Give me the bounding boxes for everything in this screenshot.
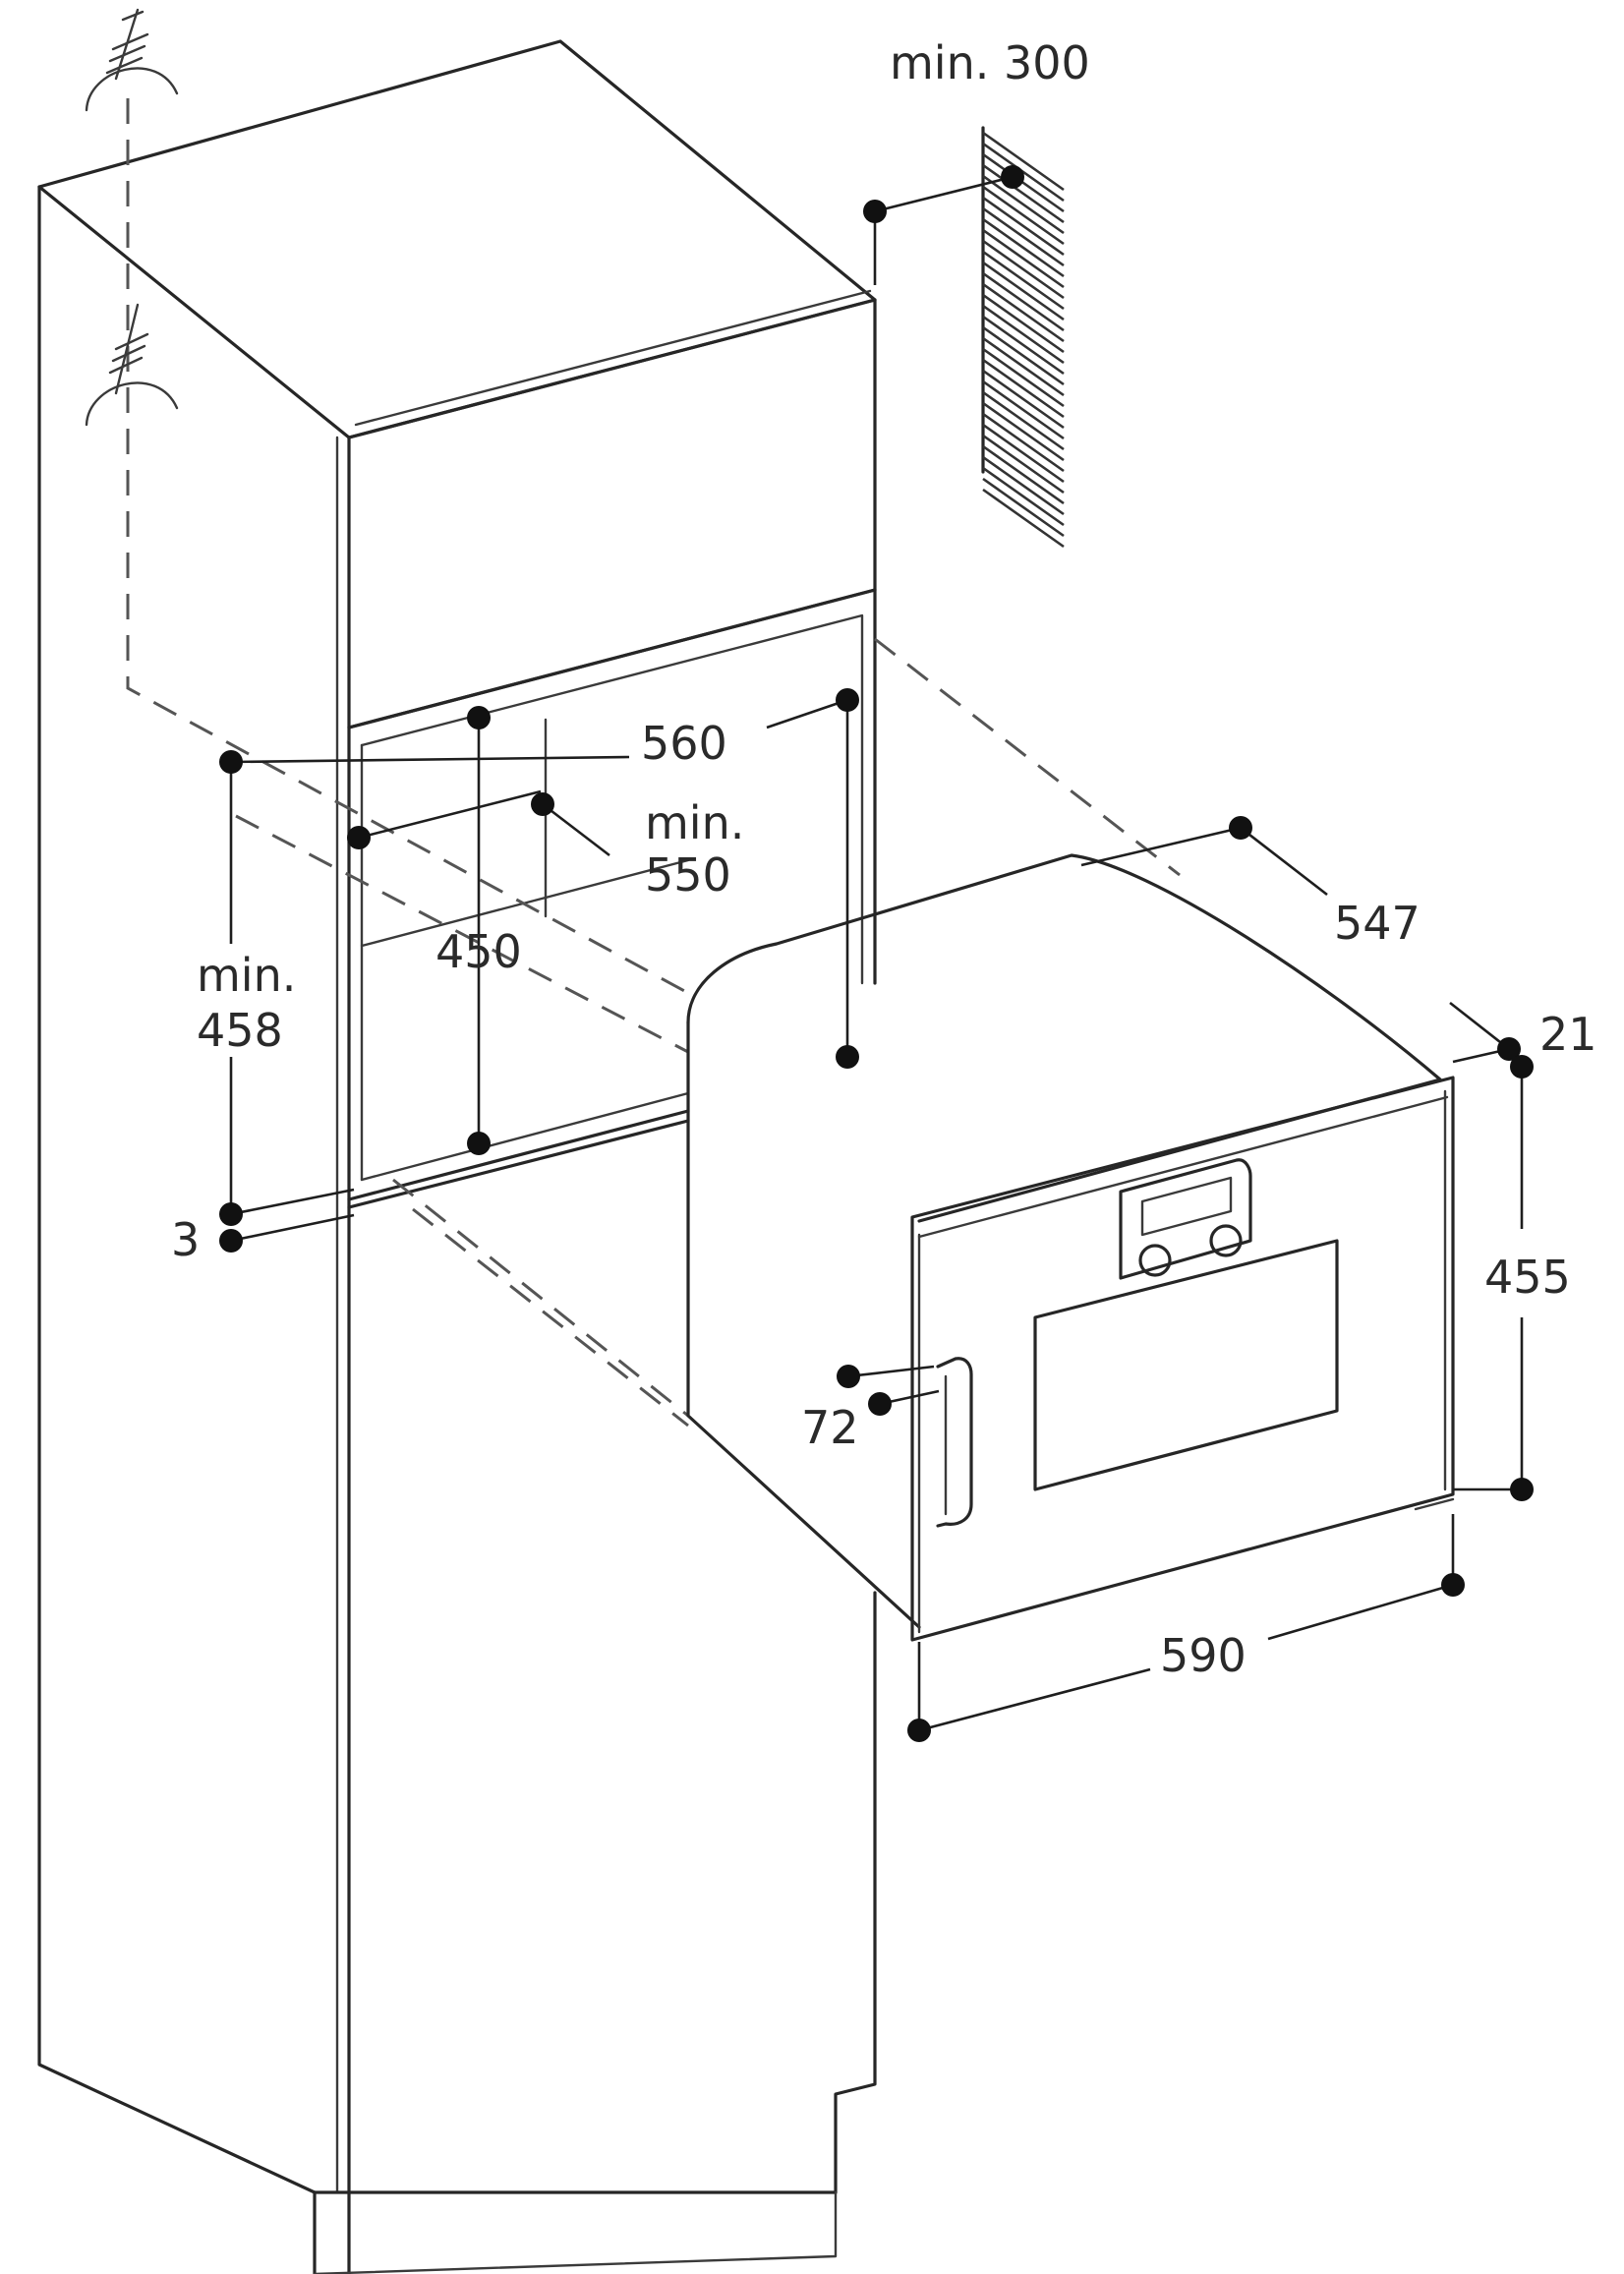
label-560: 560 <box>641 717 727 770</box>
hatch-line <box>982 358 1065 419</box>
dimension-lines <box>229 175 1524 1732</box>
hatch-line <box>982 293 1065 354</box>
hatch-line <box>982 206 1065 267</box>
hatch-line <box>982 271 1065 332</box>
hatch-line <box>982 423 1065 484</box>
hatch-line <box>982 379 1065 440</box>
hatch-line <box>982 412 1065 473</box>
tall-cabinet <box>37 39 877 2274</box>
hatch-line <box>982 325 1065 386</box>
dashed-projection-lines <box>126 98 1181 1428</box>
hatch-line <box>982 434 1065 495</box>
label-min-550-line1: min. <box>645 796 744 849</box>
hatch-line <box>982 185 1065 246</box>
label-450: 450 <box>435 925 522 978</box>
hatch-line <box>982 282 1065 343</box>
hatch-line <box>982 477 1065 538</box>
dimension-labels: min. 300 560 min. 550 450 min. 458 3 547… <box>171 36 1597 1682</box>
hatch-line <box>982 444 1065 505</box>
wall-hatch <box>981 126 1065 549</box>
hatch-line <box>982 250 1065 311</box>
hatch-line <box>982 304 1065 365</box>
ventilation-symbol-top <box>85 8 179 112</box>
hatch-line <box>982 131 1065 192</box>
oven-appliance <box>686 853 1455 1642</box>
dimension-dots <box>219 165 1534 1742</box>
hatch-line <box>982 196 1065 257</box>
label-72: 72 <box>801 1401 859 1454</box>
hatch-line <box>982 369 1065 430</box>
hatch-line <box>982 163 1065 224</box>
hatch-line <box>982 239 1065 300</box>
label-547: 547 <box>1334 897 1421 950</box>
label-min-458-line1: min. <box>197 949 296 1002</box>
hatch-line <box>982 390 1065 451</box>
hatch-line <box>982 488 1065 549</box>
label-min-300: min. 300 <box>890 36 1090 89</box>
hatch-line <box>982 217 1065 278</box>
label-min-458-line2: 458 <box>197 1004 283 1057</box>
hatch-line <box>982 455 1065 516</box>
hatch-line <box>982 401 1065 462</box>
hatch-line <box>982 261 1065 321</box>
hatch-line <box>982 228 1065 289</box>
hatch-line <box>982 142 1065 203</box>
label-455: 455 <box>1484 1251 1571 1304</box>
label-3: 3 <box>171 1213 200 1266</box>
hatch-line <box>982 315 1065 376</box>
hatch-line <box>982 174 1065 235</box>
label-21: 21 <box>1539 1008 1597 1061</box>
hatch-line <box>982 336 1065 397</box>
hatch-line <box>982 466 1065 527</box>
label-min-550-line2: 550 <box>645 848 731 902</box>
ventilation-symbol-middle <box>85 303 179 427</box>
label-590: 590 <box>1160 1629 1247 1682</box>
hatch-line <box>982 347 1065 408</box>
hatch-line <box>982 152 1065 213</box>
